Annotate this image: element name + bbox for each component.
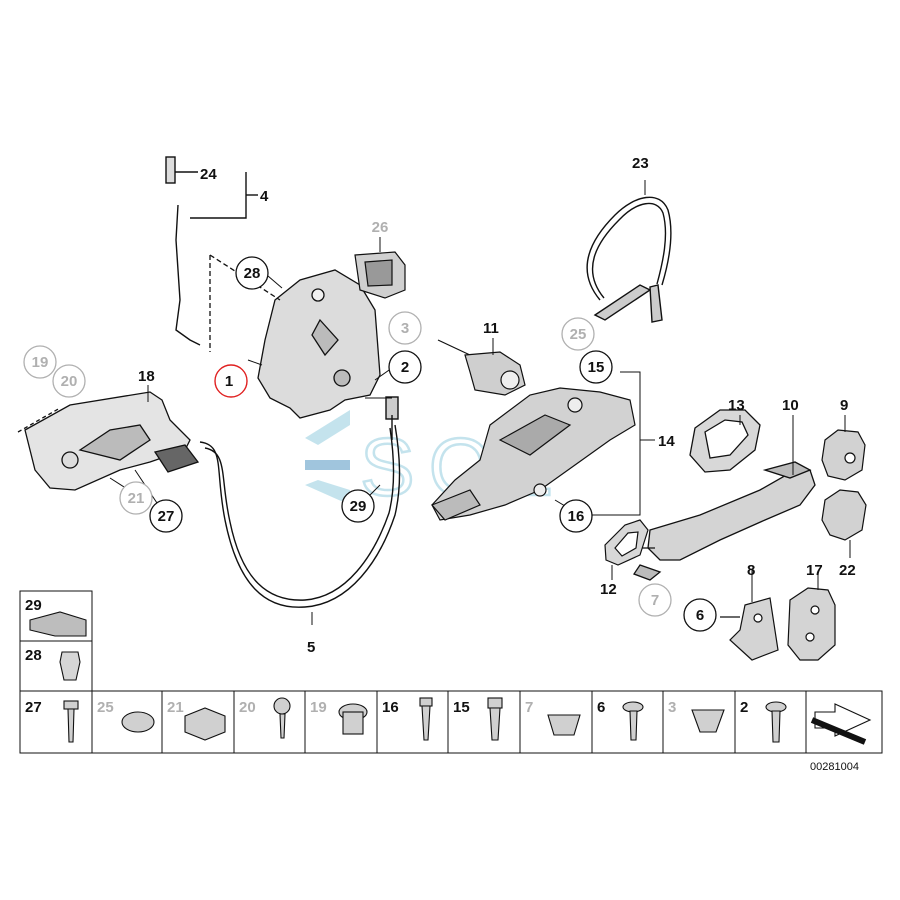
callout-10: 10 — [782, 397, 799, 414]
callout-29-circle: 29 — [341, 489, 375, 523]
grommet-3-icon — [691, 709, 725, 733]
callout-1-circle: 1 — [214, 364, 248, 398]
pin-16-icon — [419, 697, 433, 741]
legend-6-label: 6 — [597, 699, 605, 716]
diagram-id: 00281004 — [810, 761, 859, 773]
outer-door-handle — [611, 461, 816, 581]
screw-6-icon — [622, 701, 644, 741]
bolt-2-icon — [765, 701, 787, 743]
callout-12: 12 — [600, 581, 617, 598]
pad-icon — [29, 611, 87, 637]
callout-19-circle: 19 — [23, 345, 57, 379]
callout-9: 9 — [840, 397, 848, 414]
callout-20-circle: 20 — [52, 364, 86, 398]
legend-3-label: 3 — [668, 699, 676, 716]
callout-13: 13 — [728, 397, 745, 414]
callout-23: 23 — [632, 155, 649, 172]
legend-left-icons — [29, 611, 87, 681]
legend-20-label: 20 — [239, 699, 256, 716]
callout-28: 28 — [244, 265, 261, 282]
clip-icon — [59, 651, 81, 681]
callout-26: 26 — [372, 219, 389, 236]
callout-29: 29 — [350, 498, 367, 515]
callouts: 24 4 5 11 14 23 13 10 9 22 12 8 17 18 — [138, 155, 856, 656]
callout-7-circle: 7 — [638, 583, 672, 617]
direction-arrow-icon — [810, 703, 872, 745]
door-handle-carrier — [430, 387, 636, 521]
seal-17 — [787, 587, 836, 661]
legend-28-label: 28 — [25, 647, 42, 664]
callout-5: 5 — [307, 639, 315, 656]
callout-27: 27 — [158, 508, 175, 525]
callout-26-circle: 26 — [372, 219, 389, 236]
callout-8: 8 — [747, 562, 755, 579]
handle-carrier — [17, 391, 200, 491]
plug-7-icon — [547, 714, 581, 736]
callout-2-circle: 2 — [388, 350, 422, 384]
end-caps — [821, 429, 867, 541]
rod-assembly — [165, 156, 258, 346]
callout-3-circle: 3 — [388, 311, 422, 345]
callout-18: 18 — [138, 368, 155, 385]
callout-6-circle: 6 — [683, 598, 717, 632]
callout-19: 19 — [32, 354, 49, 371]
screw-20-icon — [273, 697, 291, 739]
callout-15: 15 — [588, 359, 605, 376]
legend-bottom — [19, 690, 883, 754]
part-12-gasket — [604, 519, 649, 566]
callout-2: 2 — [401, 359, 409, 376]
plug-25-icon — [121, 711, 155, 733]
legend-25-label: 25 — [97, 699, 114, 716]
callout-14: 14 — [658, 433, 675, 450]
callout-21: 21 — [128, 490, 145, 507]
callout-16: 16 — [568, 508, 585, 525]
legend-left-labels: 29 28 — [25, 597, 42, 664]
lock-cylinder — [437, 339, 526, 396]
grommet-19-icon — [338, 703, 368, 735]
legend-21-label: 21 — [167, 699, 184, 716]
bowden-cable — [586, 196, 672, 323]
legend-29-label: 29 — [25, 597, 42, 614]
circled-callouts: 1 28 26 3 2 29 25 15 16 — [23, 219, 717, 632]
callout-27-circle: 27 — [149, 499, 183, 533]
legend-15-label: 15 — [453, 699, 470, 716]
callout-24: 24 — [200, 166, 217, 183]
callout-4: 4 — [260, 188, 269, 205]
lock-housing — [209, 254, 381, 419]
callout-25: 25 — [570, 326, 587, 343]
callout-6: 6 — [696, 607, 704, 624]
legend-7-label: 7 — [525, 699, 533, 716]
screw-27-icon — [63, 700, 79, 743]
legend-bottom-labels: 27 25 21 20 19 16 15 7 6 3 2 — [25, 699, 748, 716]
callout-22: 22 — [839, 562, 856, 579]
legend-2-label: 2 — [740, 699, 748, 716]
callout-16-circle: 16 — [559, 499, 593, 533]
callout-20: 20 — [61, 373, 78, 390]
callout-3: 3 — [401, 320, 409, 337]
bolt-15-icon — [487, 697, 503, 741]
legend-27-label: 27 — [25, 699, 42, 716]
legend-bottom-icons — [63, 697, 872, 745]
legend-16-label: 16 — [382, 699, 399, 716]
callout-25-circle: 25 — [561, 317, 595, 351]
callout-21-circle: 21 — [119, 481, 153, 515]
callout-7: 7 — [651, 592, 659, 609]
handle-gasket — [689, 409, 761, 473]
part-26-connector — [354, 251, 406, 299]
clip-21-icon — [184, 707, 226, 741]
cable-5 — [199, 396, 401, 608]
callout-1: 1 — [225, 373, 233, 390]
callout-17: 17 — [806, 562, 823, 579]
legend-19-label: 19 — [310, 699, 327, 716]
callout-28-circle: 28 — [235, 256, 269, 290]
callout-15-circle: 15 — [579, 350, 613, 384]
callout-11: 11 — [483, 320, 499, 337]
bracket-8 — [720, 597, 779, 661]
